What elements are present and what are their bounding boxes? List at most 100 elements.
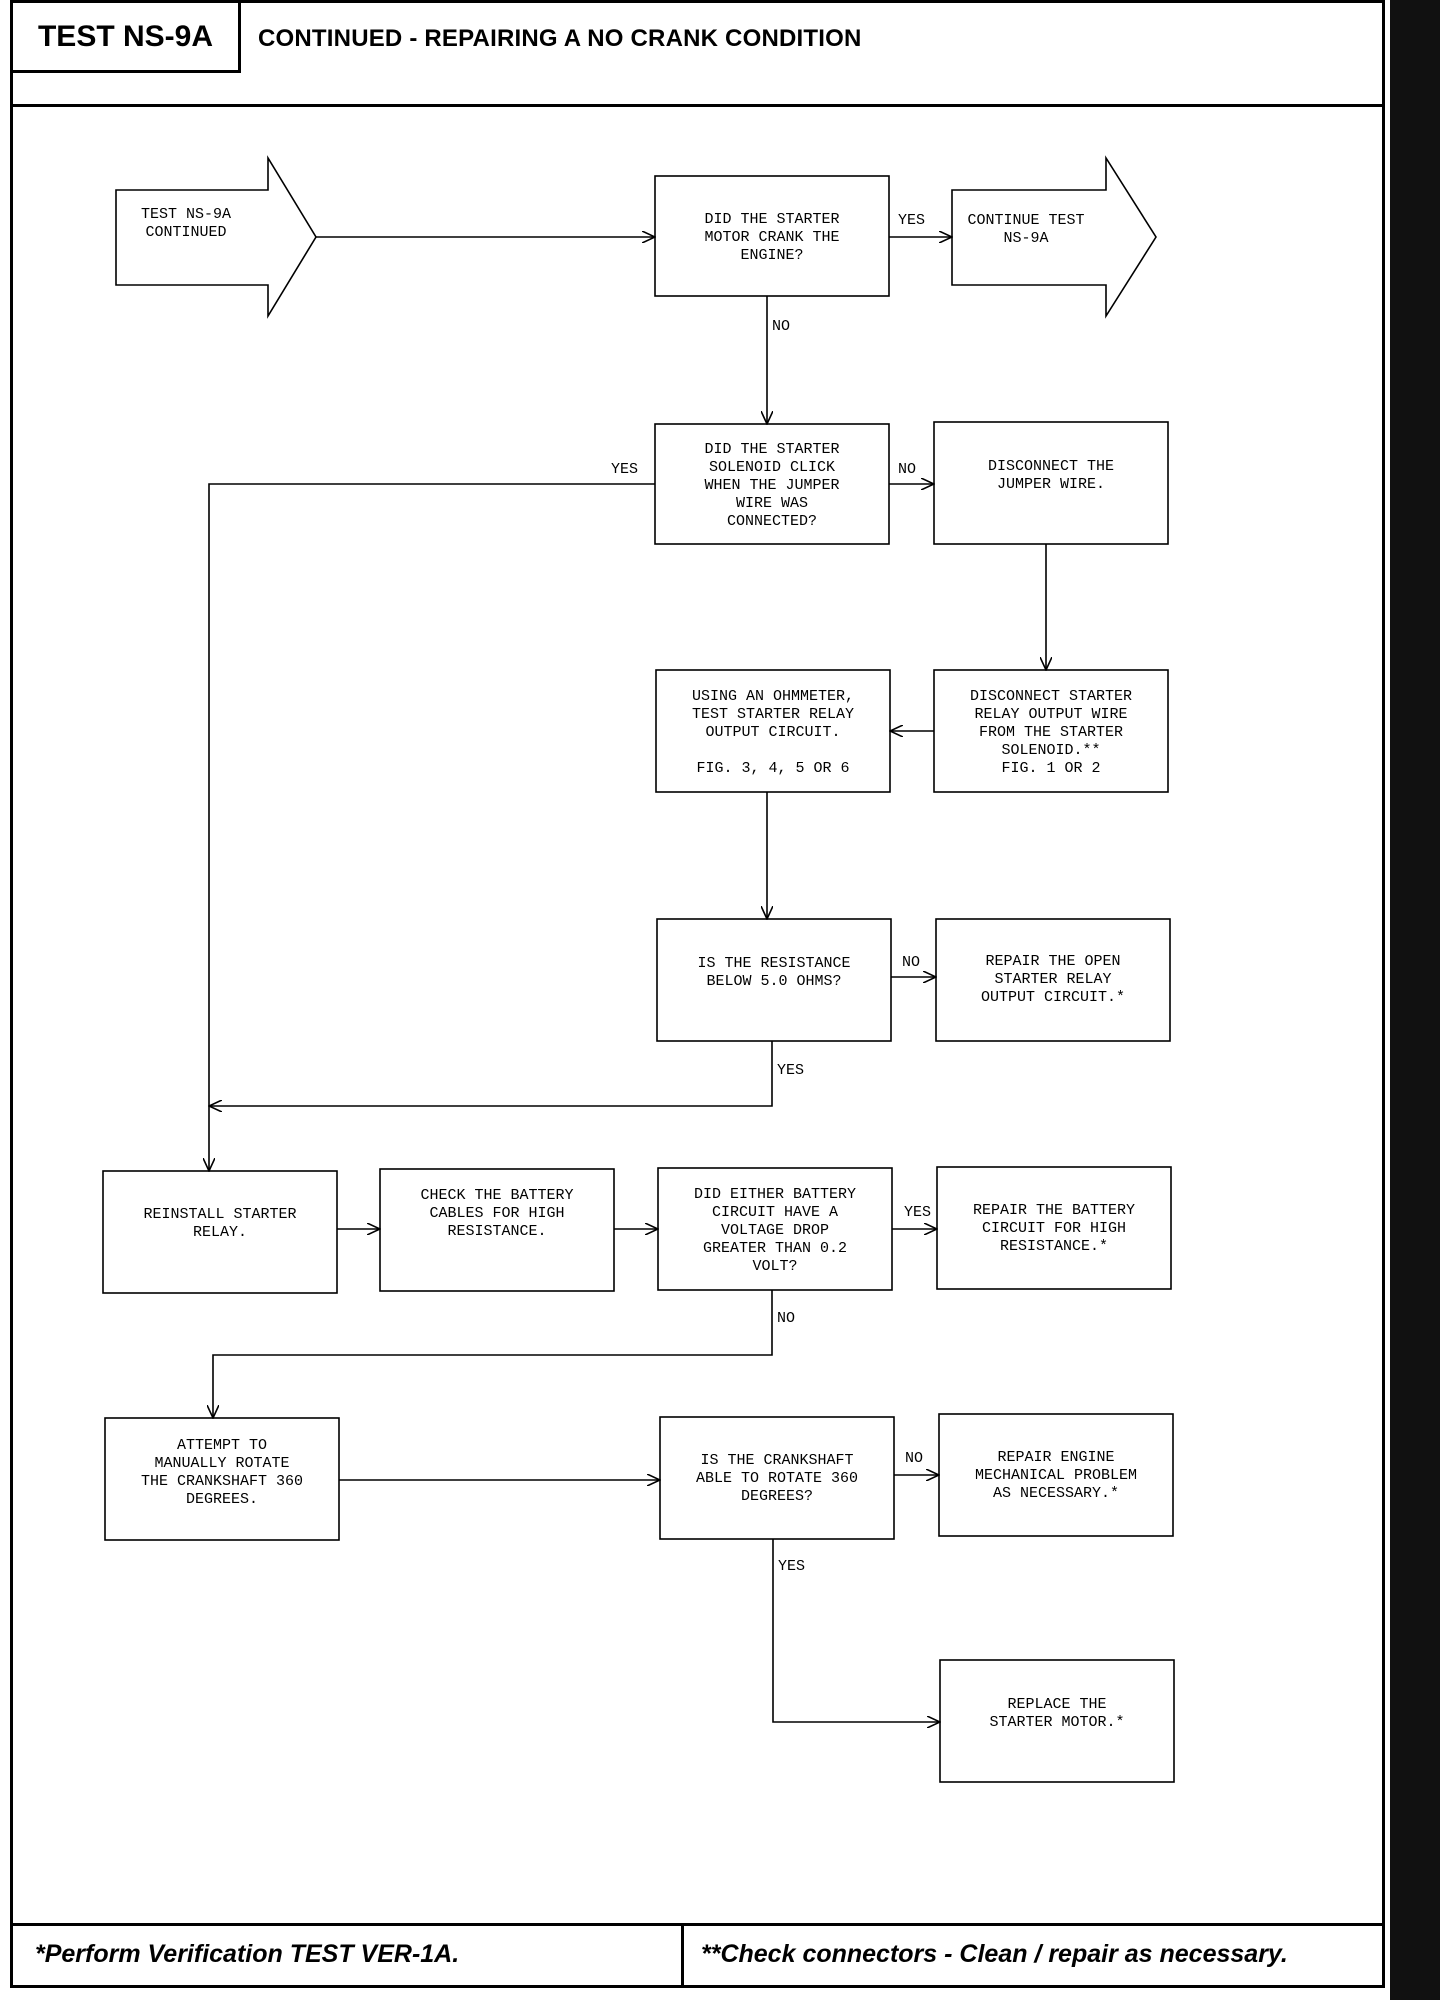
- label-voltage-yes: YES: [904, 1204, 931, 1221]
- node-line: DISCONNECT THE: [988, 458, 1114, 475]
- box-check-cables: [379, 1168, 615, 1292]
- label-crankshaft-no: NO: [905, 1450, 923, 1467]
- node-line: NS-9A: [1003, 230, 1048, 247]
- node-line: FIG. 1 OR 2: [1001, 760, 1100, 777]
- label-resistance-no: NO: [902, 954, 920, 971]
- node-line: ABLE TO ROTATE 360: [696, 1470, 858, 1487]
- node-line: TEST NS-9A: [141, 206, 231, 223]
- box-rotate: [104, 1417, 340, 1541]
- footer-divider: [681, 1926, 684, 1985]
- node-line: USING AN OHMMETER,: [692, 688, 854, 705]
- footnote-connectors: **Check connectors - Clean / repair as n…: [701, 1940, 1288, 1968]
- node-line: REPAIR THE BATTERY: [973, 1202, 1135, 1219]
- node-line: DISCONNECT STARTER: [970, 688, 1132, 705]
- node-line: DID THE STARTER: [704, 441, 839, 458]
- node-line: DID EITHER BATTERY: [694, 1186, 856, 1203]
- node-line: RESISTANCE.: [447, 1223, 546, 1240]
- label-crank-no: NO: [772, 318, 790, 335]
- box-disconnect-relay: [933, 669, 1169, 793]
- node-line: DEGREES.: [186, 1491, 258, 1508]
- node-line: IS THE CRANKSHAFT: [700, 1452, 853, 1469]
- node-line: OUTPUT CIRCUIT.: [705, 724, 840, 741]
- node-line: REPAIR ENGINE: [997, 1449, 1114, 1466]
- page-edge-bar: [1390, 0, 1440, 2000]
- node-line: RELAY OUTPUT WIRE: [974, 706, 1127, 723]
- box-ohmmeter: [655, 669, 891, 793]
- node-line: MECHANICAL PROBLEM: [975, 1467, 1137, 1484]
- label-crank-yes: YES: [898, 212, 925, 229]
- node-line: REINSTALL STARTER: [143, 1206, 296, 1223]
- node-line: JUMPER WIRE.: [997, 476, 1105, 493]
- connector-voltage-no: [213, 1290, 773, 1418]
- node-line: VOLTAGE DROP: [721, 1222, 829, 1239]
- node-line: CIRCUIT HAVE A: [712, 1204, 838, 1221]
- box-repair-open: [935, 918, 1171, 1042]
- node-line: REPLACE THE: [1007, 1696, 1106, 1713]
- box-disconnect-jumper: [933, 421, 1169, 545]
- label-resistance-yes: YES: [777, 1062, 804, 1079]
- node-line: CHECK THE BATTERY: [420, 1187, 573, 1204]
- node-line: MANUALLY ROTATE: [154, 1455, 289, 1472]
- box-q-resistance: [656, 918, 892, 1042]
- node-line: DID THE STARTER: [704, 211, 839, 228]
- node-line: AS NECESSARY.*: [993, 1485, 1119, 1502]
- start-arrow: [115, 155, 317, 319]
- node-line: OUTPUT CIRCUIT.*: [981, 989, 1125, 1006]
- node-line: STARTER RELAY: [994, 971, 1111, 988]
- node-line: DEGREES?: [741, 1488, 813, 1505]
- node-line: RESISTANCE.*: [1000, 1238, 1108, 1255]
- label-solenoid-yes: YES: [611, 461, 638, 478]
- node-line: STARTER MOTOR.*: [989, 1714, 1124, 1731]
- node-line: VOLT?: [752, 1258, 797, 1275]
- continue-arrow: [951, 155, 1157, 319]
- node-line: WHEN THE JUMPER: [704, 477, 839, 494]
- label-voltage-no: NO: [777, 1310, 795, 1327]
- connector-resistance-yes: [209, 1041, 773, 1106]
- box-reinstall: [102, 1170, 338, 1294]
- node-line: FIG. 3, 4, 5 OR 6: [696, 760, 849, 777]
- box-replace-motor: [939, 1659, 1175, 1783]
- box-q-crank: [654, 175, 890, 297]
- node-line: CONNECTED?: [727, 513, 817, 530]
- node-line: THE CRANKSHAFT 360: [141, 1473, 303, 1490]
- box-repair-battery: [936, 1166, 1172, 1290]
- node-line: IS THE RESISTANCE: [697, 955, 850, 972]
- node-line: GREATER THAN 0.2: [703, 1240, 847, 1257]
- node-line: FROM THE STARTER: [979, 724, 1123, 741]
- node-line: MOTOR CRANK THE: [704, 229, 839, 246]
- connector-solenoid-yes: [209, 483, 655, 1171]
- node-line: REPAIR THE OPEN: [985, 953, 1120, 970]
- node-line: CIRCUIT FOR HIGH: [982, 1220, 1126, 1237]
- header: TEST NS-9A CONTINUED - REPAIRING A NO CR…: [13, 3, 1382, 107]
- node-line: ENGINE?: [740, 247, 803, 264]
- node-line: SOLENOID CLICK: [709, 459, 835, 476]
- box-repair-engine: [938, 1413, 1174, 1537]
- label-crankshaft-yes: YES: [778, 1558, 805, 1575]
- footnote-verification: *Perform Verification TEST VER-1A.: [35, 1940, 460, 1968]
- footer: *Perform Verification TEST VER-1A. **Che…: [13, 1923, 1382, 1985]
- connector-crankshaft-yes: [772, 1539, 940, 1722]
- node-line: CABLES FOR HIGH: [429, 1205, 564, 1222]
- node-line: RELAY.: [193, 1224, 247, 1241]
- label-solenoid-no: NO: [898, 461, 916, 478]
- node-line: CONTINUED: [145, 224, 226, 241]
- page-title: CONTINUED - REPAIRING A NO CRANK CONDITI…: [258, 25, 862, 52]
- page-frame: TEST NS-9A CONTINUED - REPAIRING A NO CR…: [10, 0, 1385, 1988]
- test-id-badge: TEST NS-9A: [13, 3, 241, 73]
